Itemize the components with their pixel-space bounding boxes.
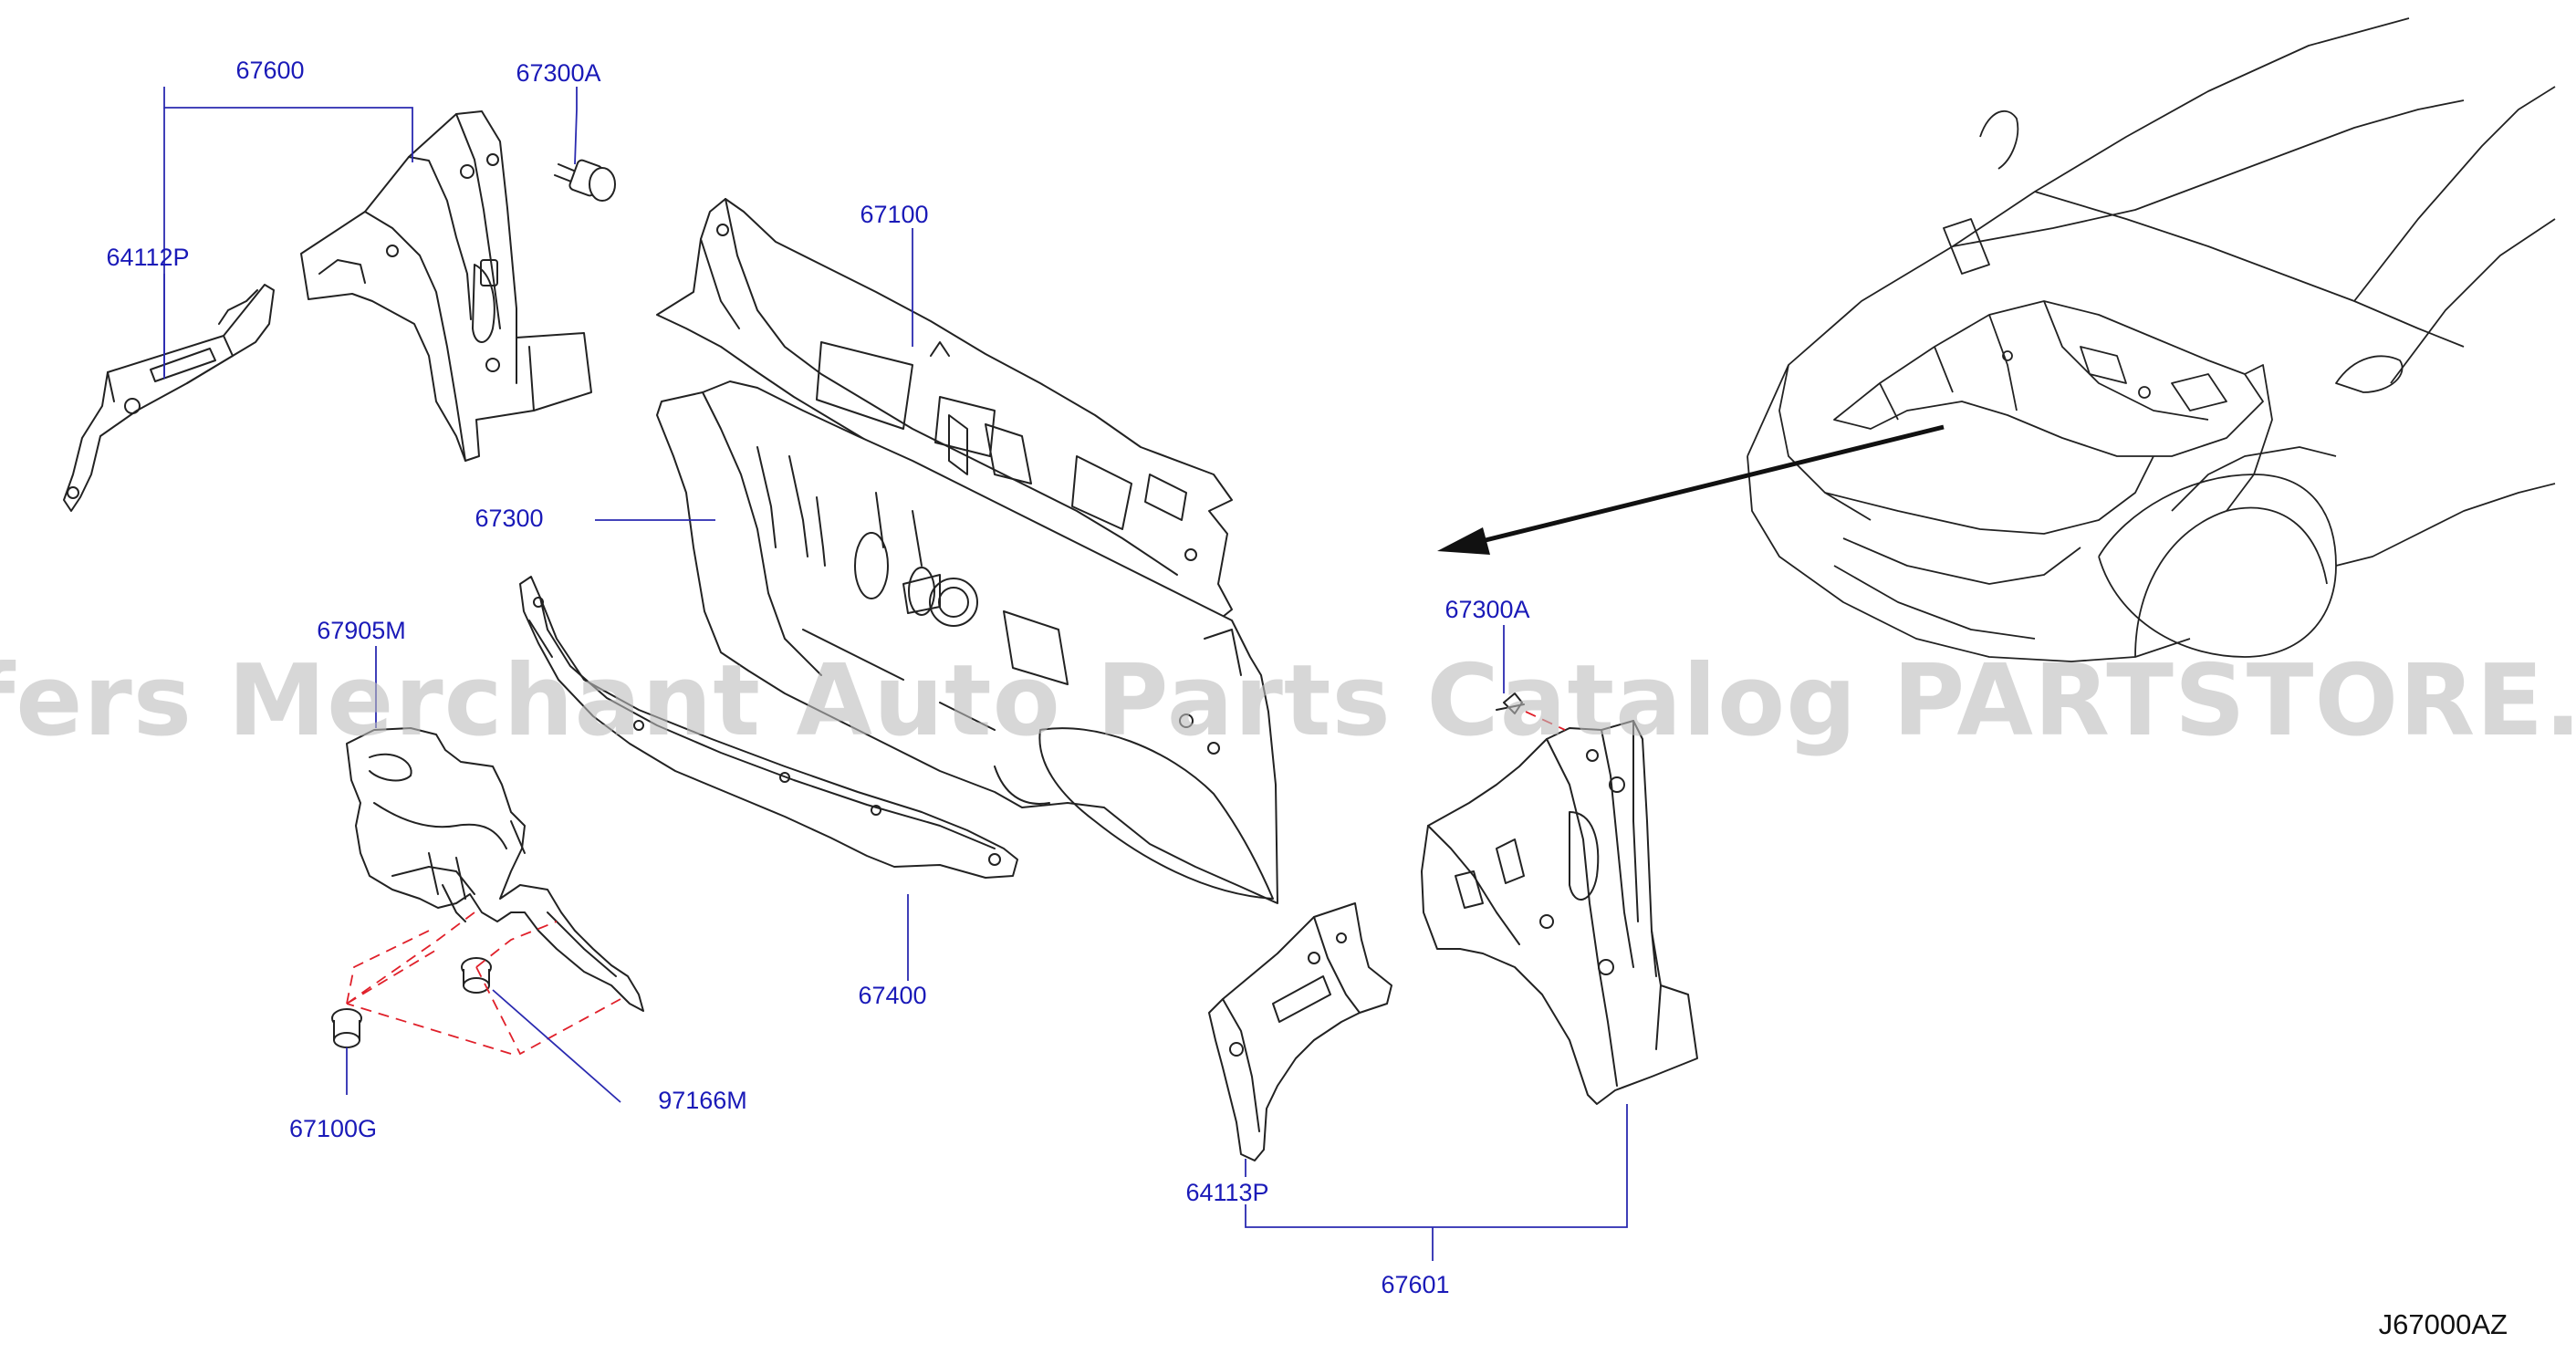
callout-67601[interactable]: 67601 <box>1381 1271 1449 1298</box>
clip-97166m[interactable] <box>461 957 492 994</box>
fastener-path-97166m <box>346 921 621 1056</box>
callout-67300a-right[interactable]: 67300A <box>1444 596 1529 623</box>
bolt-67300a-top[interactable] <box>554 159 616 202</box>
callout-67905m[interactable]: 67905M <box>317 617 406 644</box>
leader-lines <box>163 87 1628 1261</box>
part-67905m-insulator[interactable] <box>346 727 644 1012</box>
bolt-67300a-right[interactable] <box>1496 693 1566 731</box>
part-67600-hoodledge-left[interactable] <box>300 110 592 462</box>
clip-67100g[interactable] <box>331 1008 362 1048</box>
callout-67100[interactable]: 67100 <box>860 201 928 228</box>
part-67300-dash-panel[interactable] <box>656 380 1278 904</box>
part-67100-cowl-top[interactable] <box>656 198 1233 640</box>
callout-67100g[interactable]: 67100G <box>289 1115 377 1142</box>
part-64112p-extension-left[interactable] <box>63 284 275 512</box>
callout-67300[interactable]: 67300 <box>475 505 543 532</box>
callout-67300a-top[interactable]: 67300A <box>516 59 600 87</box>
locator-arrow <box>1437 424 1945 555</box>
fastener-path-67100g <box>346 911 475 1005</box>
diagram-code: J67000AZ <box>2379 1308 2508 1340</box>
part-67400-cross-member[interactable] <box>519 576 1018 879</box>
vehicle-locator-view <box>1747 17 2556 662</box>
callout-64112p[interactable]: 64112P <box>106 244 189 271</box>
callout-97166m[interactable]: 97166M <box>658 1087 747 1114</box>
part-67601-hoodledge-right[interactable] <box>1421 720 1698 1105</box>
watermark-text: Offers Merchant Auto Parts Catalog PARTS… <box>0 644 2576 758</box>
callout-67400[interactable]: 67400 <box>858 982 926 1009</box>
callout-64113p[interactable]: 64113P <box>1185 1179 1268 1206</box>
part-64113p-extension-right[interactable] <box>1208 902 1392 1161</box>
callout-67600[interactable]: 67600 <box>235 57 304 84</box>
